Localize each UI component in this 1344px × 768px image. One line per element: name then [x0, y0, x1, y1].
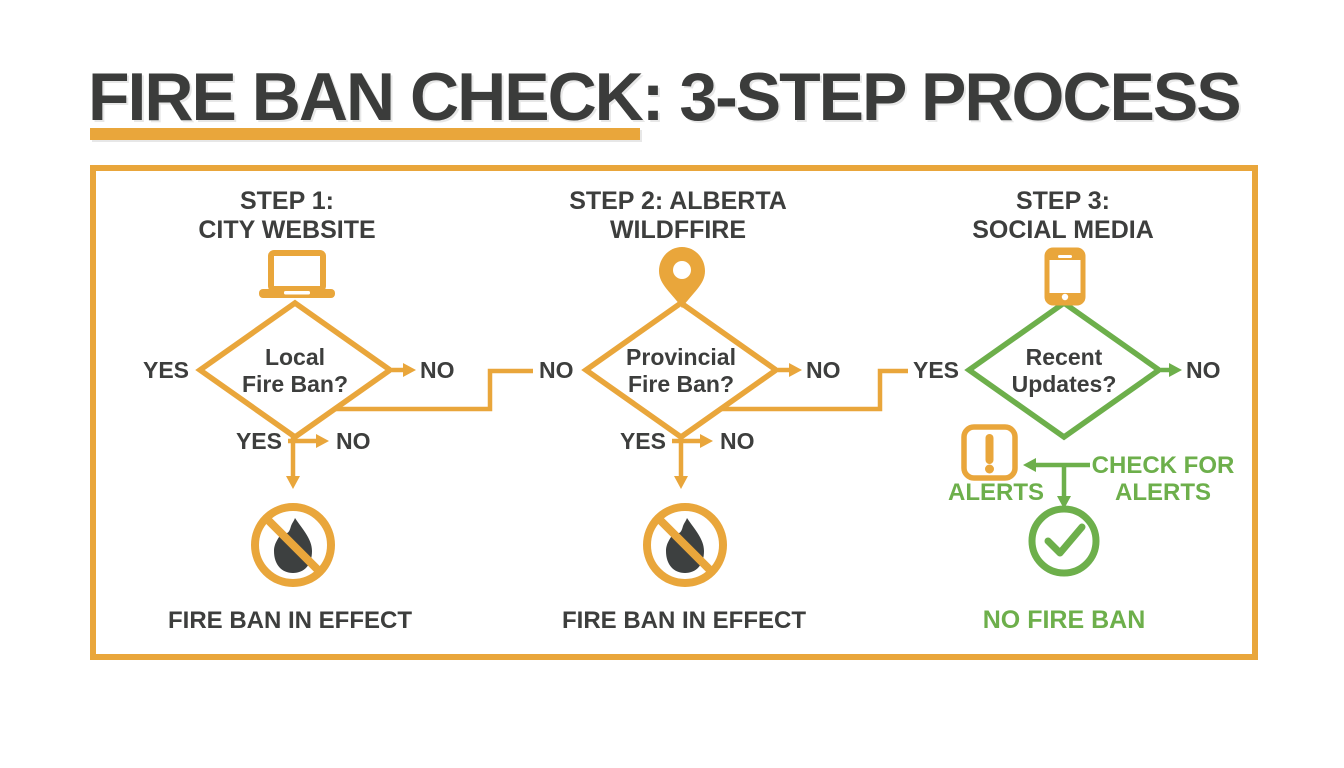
diamond1-branch-yes-label: YES	[235, 428, 282, 454]
diamond3-question-line2: Updates?	[1011, 371, 1117, 397]
diamond2-branch-yes-label: YES	[619, 428, 666, 454]
diamond3-question: Recent Updates?	[964, 344, 1164, 398]
diamond2-right-label: NO	[806, 357, 841, 383]
check-for-alerts-line1: CHECK FOR	[1091, 452, 1235, 479]
step2-result-label: FIRE BAN IN EFFECT	[562, 607, 806, 634]
diamond3-right-label: NO	[1186, 357, 1221, 383]
diamond1-question-line2: Fire Ban?	[241, 371, 349, 397]
connector1-label: NO	[539, 357, 574, 383]
step3-branch-arrows	[1023, 458, 1090, 509]
step3-result-label: NO FIRE BAN	[982, 606, 1146, 634]
diamond1-question-line1: Local	[264, 344, 326, 370]
step3-header: STEP 3: SOCIAL MEDIA	[913, 187, 1213, 245]
arrow-down-icon	[1057, 496, 1071, 509]
arrow-down-icon	[674, 476, 688, 489]
step1-header-line2: CITY WEBSITE	[198, 216, 376, 244]
step1-header-line1: STEP 1:	[239, 187, 335, 215]
alerts-label: ALERTS	[948, 479, 1044, 506]
step2-header: STEP 2: ALBERTA WILDFFIRE	[528, 187, 828, 245]
decision-diamond-recent-updates	[964, 299, 1182, 441]
arrow-right-icon	[403, 363, 416, 377]
step2-header-line2: WILDFFIRE	[609, 216, 747, 244]
connector-step2-to-step3	[721, 368, 908, 412]
arrow-right-icon	[1169, 363, 1182, 377]
arrow-left-icon	[1023, 458, 1036, 472]
title-underline	[90, 128, 640, 140]
smartphone-icon	[1044, 247, 1086, 306]
arrow-right-icon	[789, 363, 802, 377]
diamond2-question: Provincial Fire Ban?	[581, 344, 781, 398]
decision-diamond-provincial-fire-ban	[581, 299, 802, 489]
flowchart-border	[90, 165, 1258, 660]
no-fire-icon	[643, 503, 727, 587]
step1-header: STEP 1: CITY WEBSITE	[137, 187, 437, 245]
arrow-down-icon	[286, 476, 300, 489]
connector-step1-to-step2	[335, 368, 533, 412]
diamond1-left-label: YES	[142, 357, 190, 383]
arrow-right-icon	[700, 434, 713, 448]
decision-diamond-local-fire-ban	[195, 299, 416, 489]
connector2-label: YES	[913, 357, 960, 383]
map-pin-icon	[659, 247, 705, 308]
diamond2-question-line1: Provincial	[626, 344, 736, 370]
arrow-right-icon	[316, 434, 329, 448]
step3-header-line1: STEP 3:	[1015, 187, 1111, 215]
no-fire-icon	[251, 503, 335, 587]
page-title: FIRE BAN CHECK: 3-STEP PROCESS	[88, 59, 1242, 135]
step3-header-line2: SOCIAL MEDIA	[972, 216, 1154, 244]
diamond1-branch-no-label: NO	[336, 428, 371, 454]
diamond2-branch-no-label: NO	[720, 428, 755, 454]
alert-exclamation-icon	[961, 424, 1018, 481]
diamond3-question-line1: Recent	[1025, 344, 1103, 370]
check-for-alerts-label: CHECK FOR ALERTS	[1088, 452, 1238, 506]
step1-result-label: FIRE BAN IN EFFECT	[168, 607, 412, 634]
diamond1-question: Local Fire Ban?	[195, 344, 395, 398]
laptop-icon	[259, 250, 335, 298]
diamond2-question-line2: Fire Ban?	[627, 371, 735, 397]
check-circle-icon	[1028, 505, 1100, 577]
diamond1-right-label: NO	[420, 357, 455, 383]
step2-header-line1: STEP 2: ALBERTA	[569, 187, 787, 215]
check-for-alerts-line2: ALERTS	[1115, 479, 1211, 506]
